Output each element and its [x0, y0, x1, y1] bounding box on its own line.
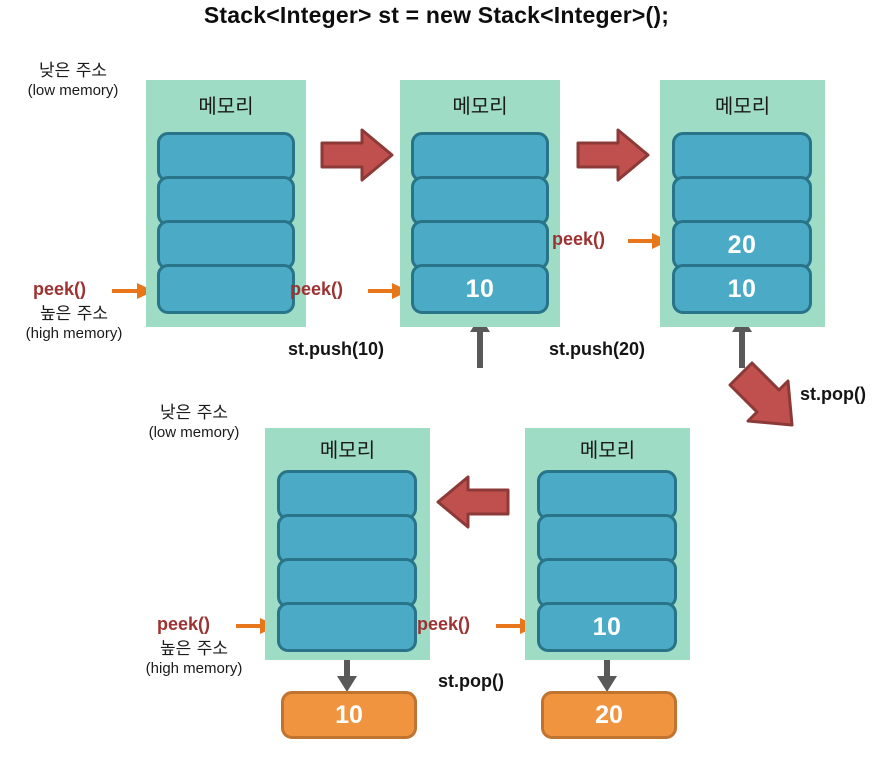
high-memory-ko: 높은 주소 [160, 639, 228, 659]
panel-5-cells: 10 [537, 470, 677, 652]
high-memory-en: (high memory) [25, 324, 123, 342]
stack-cell-value[interactable]: 10 [672, 264, 812, 314]
transition-arrow-pop-left [436, 475, 510, 529]
memory-panel-3: 메모리 20 10 [660, 80, 825, 327]
pop-output-box-right[interactable]: 20 [541, 691, 677, 739]
panel-3-title: 메모리 [714, 94, 771, 118]
stack-cell[interactable] [672, 132, 812, 182]
transition-arrow-push10 [320, 128, 394, 182]
panel-1-title: 메모리 [198, 94, 254, 118]
stack-cell[interactable] [537, 558, 677, 608]
panel-4-title: 메모리 [319, 438, 376, 462]
peek-label-4: peek() [157, 614, 211, 634]
peek-label-2: peek() [290, 279, 344, 299]
low-memory-ko: 낮은 주소 [39, 61, 107, 81]
high-memory-ko: 높은 주소 [40, 304, 108, 324]
stack-cell[interactable] [157, 220, 295, 270]
high-memory-label-4: 높은 주소 (high memory) [126, 639, 262, 677]
stack-cell[interactable] [277, 602, 417, 652]
stack-cell[interactable] [157, 176, 295, 226]
stack-cell[interactable] [157, 264, 295, 314]
panel-2-title: 메모리 [452, 94, 508, 118]
panel-4-cells [277, 470, 417, 652]
panel-3-cells: 20 10 [672, 132, 812, 314]
panel-5-title: 메모리 [579, 438, 636, 462]
stack-cell[interactable] [157, 132, 295, 182]
stack-cell[interactable] [411, 176, 549, 226]
stack-cell[interactable] [537, 470, 677, 520]
low-memory-label-1: 낮은 주소 (low memory) [8, 61, 138, 99]
stack-cell-value[interactable]: 10 [411, 264, 549, 314]
transition-arrow-pop-down [728, 361, 794, 427]
pop-output-box-left[interactable]: 10 [281, 691, 417, 739]
memory-panel-4: 메모리 [265, 428, 430, 660]
stack-cell[interactable] [411, 132, 549, 182]
stack-cell[interactable] [672, 176, 812, 226]
panel-2-cells: 10 [411, 132, 549, 314]
memory-panel-2: 메모리 10 [400, 80, 560, 327]
peek-label-3: peek() [552, 229, 606, 249]
stack-cell-value[interactable]: 20 [672, 220, 812, 270]
stack-cell[interactable] [411, 220, 549, 270]
transition-arrow-push20 [576, 128, 650, 182]
stack-cell[interactable] [277, 514, 417, 564]
low-memory-en: (low memory) [148, 423, 240, 441]
low-memory-ko: 낮은 주소 [160, 403, 228, 423]
stack-cell-value[interactable]: 10 [537, 602, 677, 652]
memory-panel-5: 메모리 10 [525, 428, 690, 660]
high-memory-label-1: 높은 주소 (high memory) [6, 304, 142, 342]
panel-1-cells [157, 132, 295, 314]
stack-cell[interactable] [277, 558, 417, 608]
memory-panel-1: 메모리 [146, 80, 306, 327]
low-memory-en: (low memory) [27, 81, 119, 99]
stack-cell[interactable] [537, 514, 677, 564]
low-memory-label-4: 낮은 주소 (low memory) [128, 403, 260, 441]
caption-pop-top: st.pop() [800, 384, 866, 404]
caption-push-10: st.push(10) [288, 339, 385, 359]
diagram-title: Stack<Integer> st = new Stack<Integer>()… [203, 2, 670, 28]
stack-cell[interactable] [277, 470, 417, 520]
caption-pop-bottom: st.pop() [438, 671, 504, 691]
peek-label-5: peek() [417, 614, 471, 634]
caption-push-20: st.push(20) [549, 339, 646, 359]
high-memory-en: (high memory) [145, 659, 243, 677]
peek-label-1: peek() [33, 279, 87, 299]
